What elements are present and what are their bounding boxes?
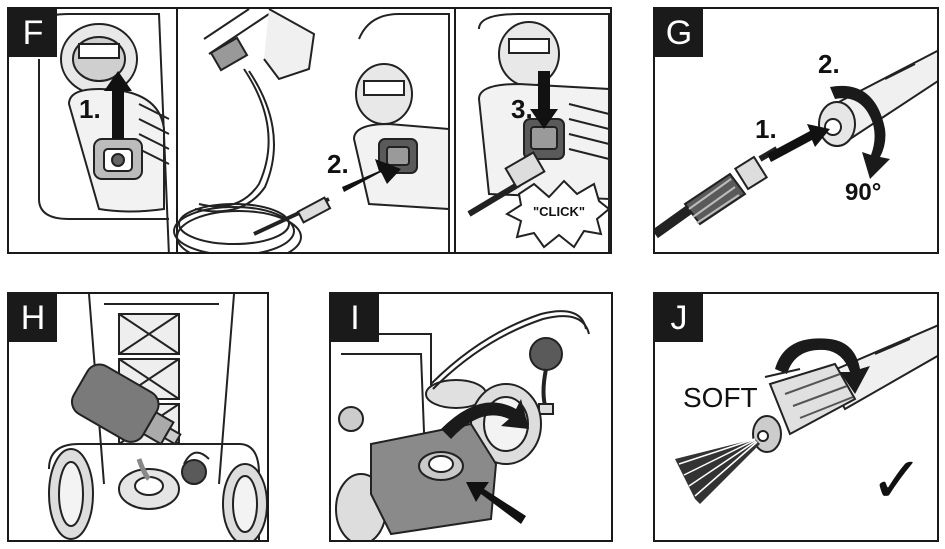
panel-g-push-arrow — [767, 124, 830, 162]
frame3-machine — [467, 13, 610, 252]
spray-lines — [678, 438, 758, 497]
panel-g-letter: G — [655, 9, 703, 57]
panel-i-letter: I — [331, 294, 379, 342]
panel-h: H — [7, 292, 269, 542]
panel-j: J SOFT ✓ — [653, 292, 939, 542]
check-mark: ✓ — [870, 444, 924, 518]
panel-g: G 1. 2. 90° — [653, 7, 939, 254]
panel-f: F 1. 2. 3. "CLICK" — [7, 7, 612, 254]
panel-g-illustration — [655, 49, 937, 239]
frame2-hose — [173, 9, 450, 252]
panel-f-step-1: 1. — [79, 94, 101, 124]
spray-fan — [675, 439, 760, 504]
panel-i: I — [329, 292, 613, 542]
click-label: "CLICK" — [533, 204, 586, 219]
panel-g-rotate-arrow — [830, 85, 890, 179]
panel-f-letter: F — [9, 9, 57, 57]
panel-j-rotate-arrow — [775, 338, 870, 394]
panel-g-angle: 90° — [845, 179, 882, 206]
panel-h-letter: H — [9, 294, 57, 342]
panel-f-illustration — [28, 9, 610, 252]
panel-h-illustration — [48, 294, 267, 540]
panel-i-rotate-arrow — [441, 399, 529, 439]
panel-i-push-arrow — [466, 482, 526, 524]
panel-i-illustration — [331, 310, 590, 540]
panel-f-step-3: 3. — [511, 94, 533, 124]
frame3-arrow-down — [530, 71, 558, 129]
soft-label: SOFT — [683, 382, 758, 413]
panel-g-step-1: 1. — [755, 114, 777, 144]
frame2-arrow — [342, 159, 401, 192]
click-burst — [504, 179, 610, 249]
frame1-arrow-up — [104, 71, 132, 139]
panel-f-step-2: 2. — [327, 149, 349, 179]
panel-j-illustration — [675, 324, 937, 504]
panel-g-step-2: 2. — [818, 49, 840, 79]
panel-j-letter: J — [655, 294, 703, 342]
